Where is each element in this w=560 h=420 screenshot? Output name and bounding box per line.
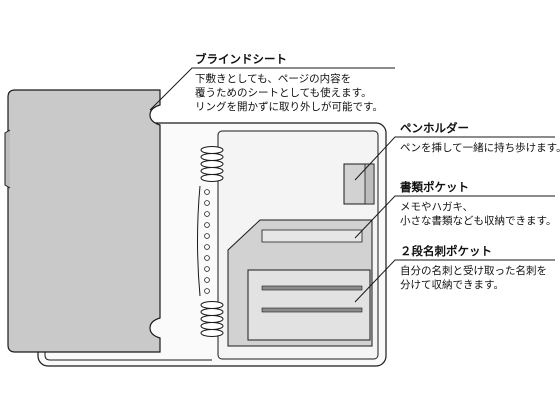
- blind-sheet-title: ブラインドシート: [195, 52, 287, 66]
- binder-rings: [200, 146, 224, 337]
- card-slot-1: [261, 285, 363, 291]
- blind-sheet: [7, 89, 161, 353]
- card-slot-2: [261, 307, 363, 313]
- blind-sheet-desc-1: 下敷きとしても、ページの内容を: [195, 73, 352, 85]
- leader-document-pocket: [354, 195, 555, 239]
- leader-pen-holder: [354, 136, 555, 181]
- leader-blind-sheet: [149, 67, 395, 111]
- ring-bar: [197, 185, 201, 297]
- pen-holder-desc-1: ペンを挿して一緒に持ち歩けます。: [400, 142, 560, 154]
- callout-leaders: [149, 67, 555, 303]
- blind-sheet-tab: [4, 129, 11, 189]
- document-pocket-flap: [261, 229, 363, 243]
- refill-holes: [204, 189, 210, 294]
- document-pocket-title: 書類ポケット: [400, 180, 469, 194]
- card-pocket-desc-1: 自分の名刺と受け取った名刺を: [400, 265, 547, 277]
- binder-left-frame: [44, 330, 212, 361]
- card-pocket-title: ２段名刺ポケット: [400, 244, 492, 258]
- blind-sheet-desc-3: リングを開かずに取り外しが可能です。: [195, 101, 383, 113]
- pen-holder-band: [364, 163, 375, 205]
- blind-sheet-desc-2: 覆うためのシートとしても使えます。: [195, 87, 372, 99]
- card-pocket: [247, 269, 371, 341]
- card-pocket-desc-2: 分けて収納できます。: [400, 279, 504, 291]
- pen-holder-title: ペンホルダー: [400, 121, 469, 135]
- document-pocket-desc-2: 小さな書類なども収納できます。: [400, 215, 557, 227]
- leader-card-pocket: [354, 259, 555, 303]
- document-pocket-desc-1: メモやハガキ、: [400, 201, 474, 213]
